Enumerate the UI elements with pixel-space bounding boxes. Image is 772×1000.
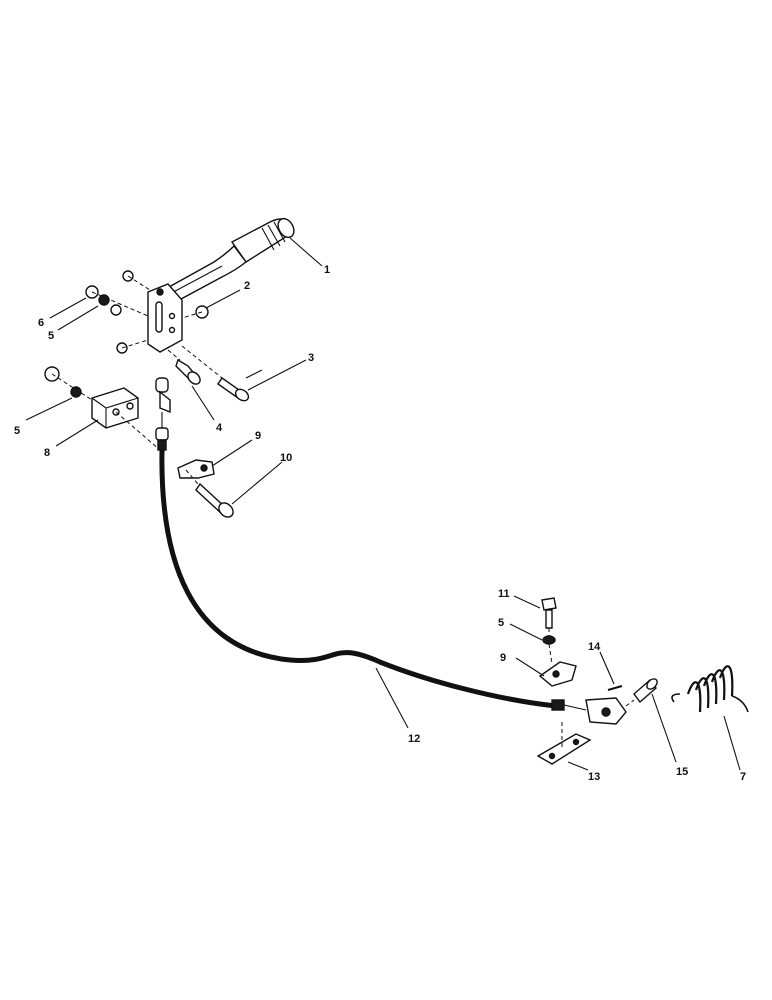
callout-11: 11 [498,588,510,600]
callout-3: 3 [308,352,314,364]
callout-10: 10 [280,452,292,464]
pivot-block [44,366,161,451]
lower-cable-end [551,697,627,725]
leader-lines [25,237,741,771]
callout-15: 15 [676,766,688,778]
upper-clevis [155,377,171,451]
callout-9-lower: 9 [500,652,506,664]
return-spring [671,665,749,713]
anchor-plate [536,722,592,765]
callout-2: 2 [244,280,250,292]
upper-cable-clip [177,459,234,518]
callout-12: 12 [408,733,420,745]
callout-5-block: 5 [14,425,20,437]
clevis-pin [181,345,263,402]
lower-bolt-clip [538,597,577,687]
callout-8: 8 [44,447,50,459]
callout-1: 1 [324,264,330,276]
callout-4: 4 [216,422,223,434]
callout-13: 13 [588,771,600,783]
callout-9-upper: 9 [255,430,261,442]
lower-pins [607,678,658,707]
brake-lever [147,217,295,353]
brake-cable [159,449,557,709]
callout-7: 7 [740,771,746,783]
callout-14: 14 [588,641,601,653]
lever-bolt [167,349,201,385]
callout-5-lower: 5 [498,617,504,629]
lever-nuts [85,270,209,354]
callout-5-upper: 5 [48,330,54,342]
callout-6: 6 [38,317,44,329]
